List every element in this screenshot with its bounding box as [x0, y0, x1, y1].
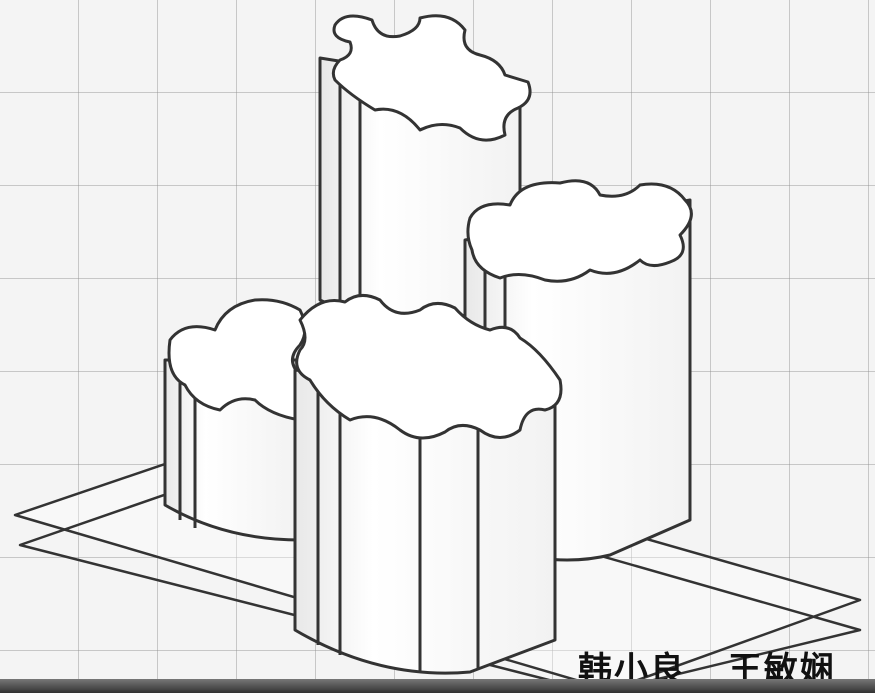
- left-column: [163, 298, 307, 542]
- bottom-edge-bar: [0, 679, 875, 693]
- front-column: [293, 294, 563, 675]
- tall-column: [318, 14, 532, 326]
